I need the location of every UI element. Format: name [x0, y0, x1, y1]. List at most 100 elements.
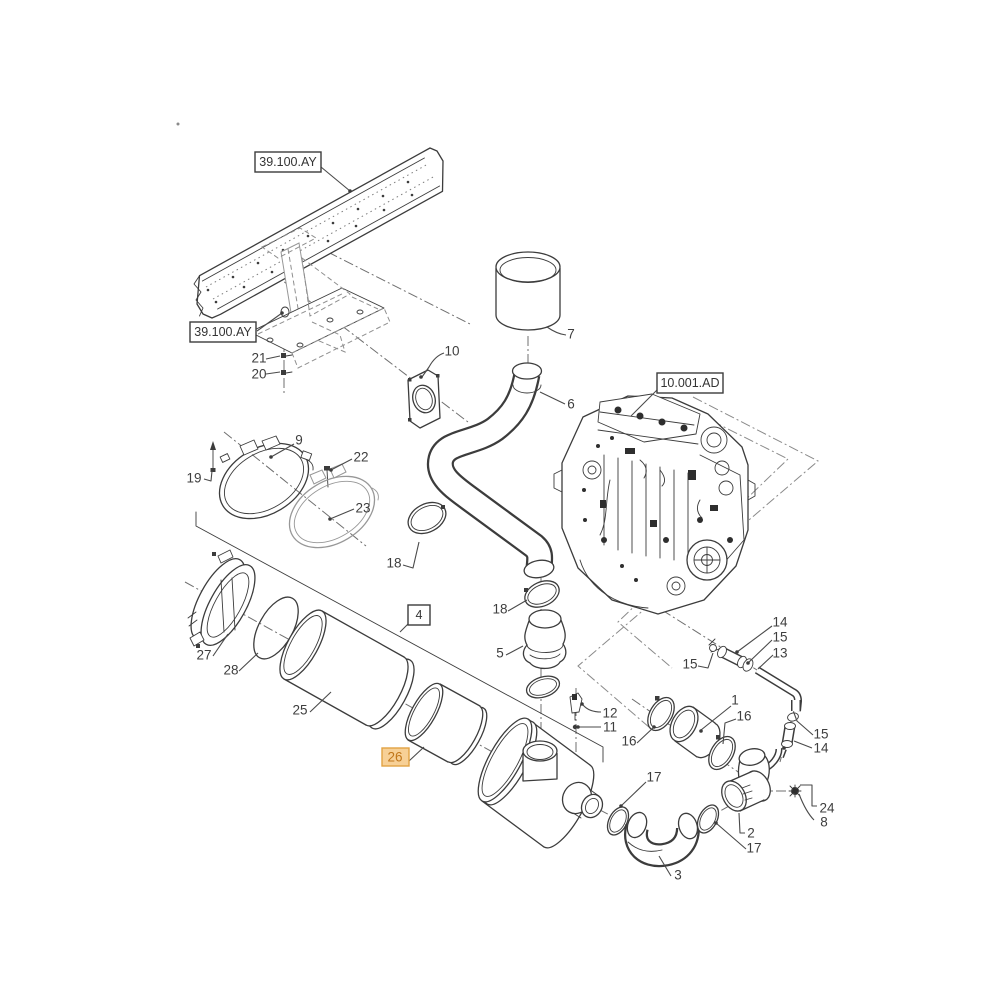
part-screw-11 [572, 724, 578, 730]
part-clamp-17-right [696, 804, 720, 834]
callout-labels: 21 20 10 7 6 19 9 22 23 18 18 5 27 28 25… [186, 327, 835, 883]
part-clamp-9 [218, 435, 314, 520]
part-bolt-20 [281, 370, 293, 375]
callout-17-left[interactable]: 17 [646, 770, 661, 785]
leader-16-left [636, 726, 655, 744]
callout-7[interactable]: 7 [567, 327, 575, 342]
leader-7 [546, 326, 567, 336]
ref-group-label[interactable]: 4 [416, 608, 423, 622]
callout-23[interactable]: 23 [355, 501, 370, 516]
part-precleaner-7 [495, 251, 561, 331]
callout-27[interactable]: 27 [196, 648, 211, 663]
callout-11[interactable]: 11 [603, 720, 617, 735]
ref-box-selected-26[interactable]: 26 [381, 747, 410, 767]
part-bolt-8-24 [788, 784, 802, 798]
callout-21[interactable]: 21 [251, 351, 266, 366]
leader-17-right [715, 822, 747, 850]
part-engine [553, 393, 756, 615]
callout-3[interactable]: 3 [674, 868, 682, 883]
part-housing-body [477, 717, 604, 849]
leader-9 [270, 443, 295, 458]
leader-24 [800, 784, 817, 807]
part-ejector-2 [721, 748, 783, 812]
callout-25[interactable]: 25 [292, 703, 307, 718]
leader-22 [330, 458, 353, 471]
callout-9[interactable]: 9 [295, 433, 303, 448]
leader-16-right [722, 718, 737, 745]
leader-19 [203, 470, 213, 482]
part-clamp-23 [288, 463, 379, 549]
part-screw-22 [324, 466, 330, 488]
ref-box-frame-bottom[interactable]: 39.100.AY [189, 321, 257, 343]
part-clamp-ring-18-upper [407, 501, 447, 535]
leader-13 [757, 654, 774, 670]
callout-12[interactable]: 12 [602, 706, 617, 721]
callout-28[interactable]: 28 [223, 663, 238, 678]
callout-2[interactable]: 2 [747, 826, 755, 841]
leader-ref-engine [630, 389, 658, 417]
callout-20[interactable]: 20 [251, 367, 266, 382]
ref-box-engine[interactable]: 10.001.AD [656, 372, 724, 394]
part-filter-outer-25 [279, 609, 415, 730]
part-support-bracket [249, 227, 391, 369]
ref-engine-label[interactable]: 10.001.AD [660, 376, 719, 390]
ref-frame-top-label[interactable]: 39.100.AY [259, 155, 317, 169]
ref-selected-part-label[interactable]: 26 [387, 750, 402, 765]
leader-25 [309, 691, 332, 713]
leader-ref-frame-bottom [256, 312, 283, 332]
ref-frame-bottom-label[interactable]: 39.100.AY [194, 325, 252, 339]
leader-2 [738, 812, 745, 834]
leader-18-upper [402, 541, 420, 569]
part-clamp-16-right [708, 735, 736, 771]
callout-8[interactable]: 8 [820, 815, 828, 830]
leader-20 [265, 371, 281, 375]
callout-6[interactable]: 6 [567, 397, 575, 412]
callout-13[interactable]: 13 [772, 646, 787, 661]
rivets [206, 180, 414, 304]
leader-15-right [793, 712, 814, 736]
callout-19[interactable]: 19 [186, 471, 201, 486]
callout-10[interactable]: 10 [444, 344, 459, 359]
leader-ref-frame-top [320, 166, 351, 192]
part-clamp-ring-5-lower [525, 675, 561, 699]
callout-15-mid[interactable]: 15 [772, 630, 787, 645]
callout-1[interactable]: 1 [731, 693, 739, 708]
leader-8 [798, 793, 815, 821]
part-elbow-3 [624, 811, 700, 868]
callout-5[interactable]: 5 [496, 646, 504, 661]
leader-15-mid [747, 639, 773, 664]
part-filter-inner-26 [404, 682, 488, 766]
leader-lines [203, 166, 817, 877]
leader-15-left [697, 652, 714, 669]
leader-27 [212, 633, 229, 657]
callout-16-right[interactable]: 16 [736, 709, 751, 724]
callout-15-right[interactable]: 15 [813, 727, 828, 742]
reference-dot [176, 122, 180, 126]
ref-box-frame-top[interactable]: 39.100.AY [254, 151, 322, 173]
leader-18-lower [507, 599, 528, 612]
callout-18-lower[interactable]: 18 [492, 602, 507, 617]
ref-box-group-4[interactable]: 4 [407, 604, 431, 626]
callout-17-right[interactable]: 17 [746, 841, 761, 856]
leader-23 [329, 508, 355, 520]
leader-ref-selected [408, 746, 425, 762]
leader-5 [505, 645, 524, 656]
leader-28 [238, 652, 259, 672]
part-hump-hose-5 [522, 609, 567, 670]
group-bracket-4 [195, 511, 604, 763]
leader-14-bottom [793, 740, 813, 749]
part-clamp-ring-18-lower [524, 580, 560, 608]
callout-16-left[interactable]: 16 [621, 734, 636, 749]
part-breather-line [708, 638, 803, 759]
callout-22[interactable]: 22 [353, 450, 368, 465]
callout-24[interactable]: 24 [819, 801, 835, 816]
callout-15-left[interactable]: 15 [682, 657, 697, 672]
leader-17-left [620, 781, 647, 807]
leader-1 [700, 705, 732, 731]
callout-18-upper[interactable]: 18 [386, 556, 401, 571]
callout-14-bottom[interactable]: 14 [813, 741, 829, 756]
callout-14-top[interactable]: 14 [772, 615, 788, 630]
part-bolt-21 [281, 353, 293, 358]
